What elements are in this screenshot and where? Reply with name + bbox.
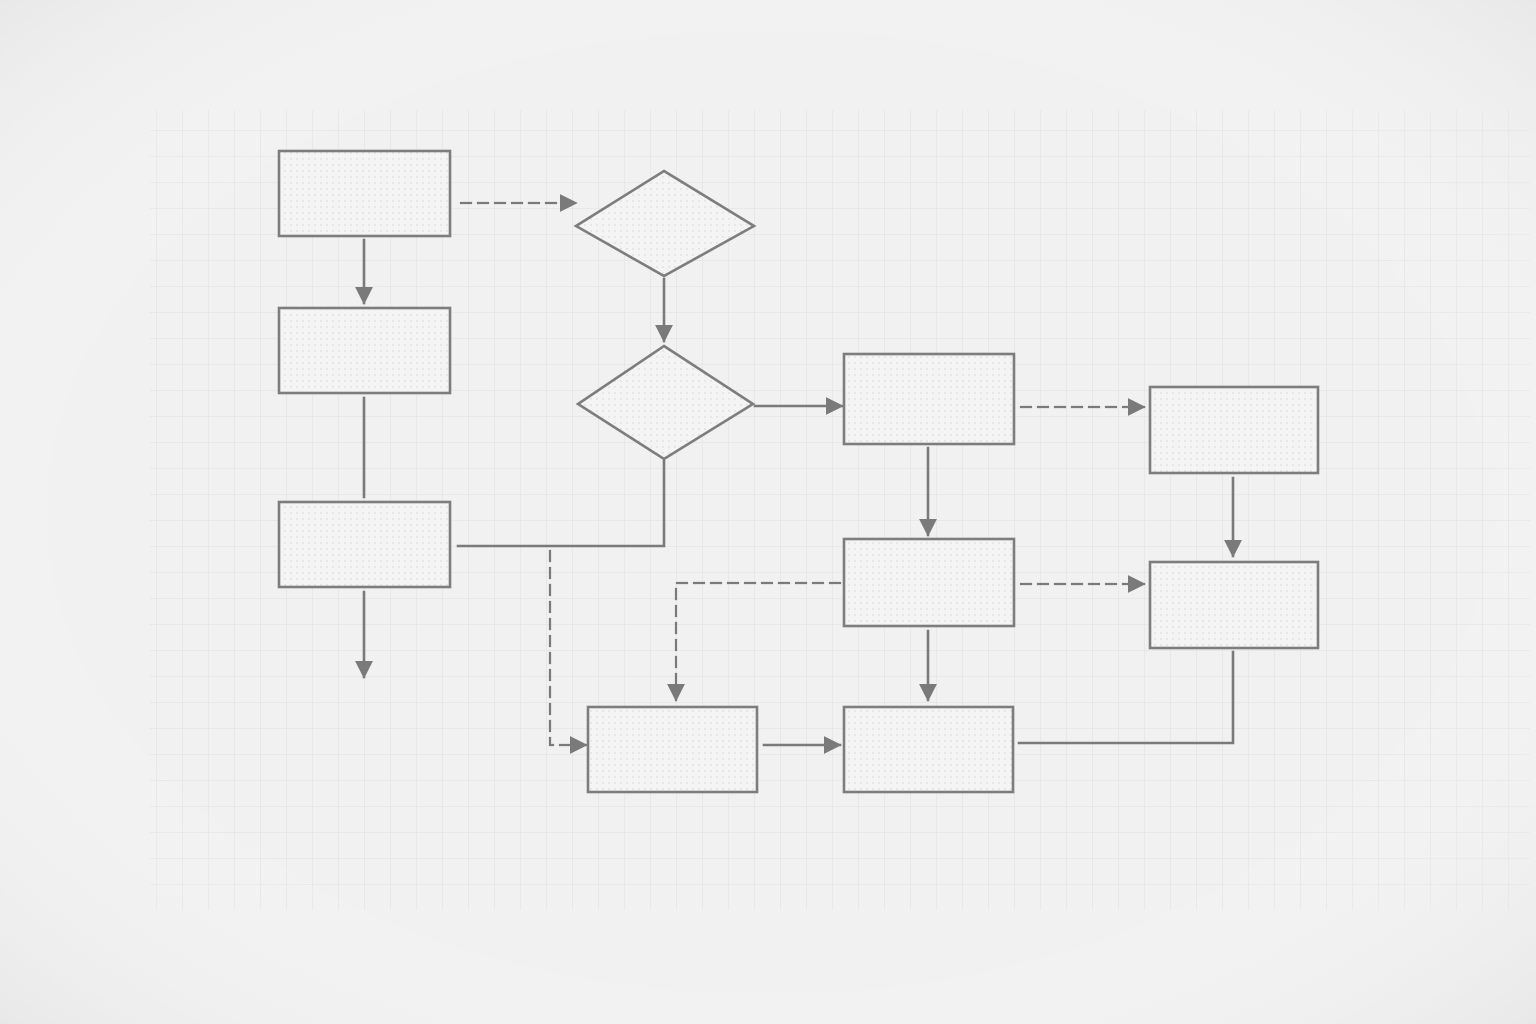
- decision-diamond-d1: [573, 169, 757, 278]
- process-box-r4: [842, 352, 1016, 446]
- edges-layer: [355, 194, 1242, 754]
- decision-diamond-d2: [575, 344, 756, 461]
- process-box-r6: [842, 537, 1016, 628]
- process-box-r3: [277, 500, 452, 589]
- edge-r9-r8: [1017, 650, 1235, 745]
- process-box-r5: [1148, 385, 1320, 475]
- process-box-r7: [586, 705, 759, 794]
- edge-r7-r6: [667, 581, 842, 702]
- process-box-r1: [277, 149, 452, 238]
- edge-r3-r7: [548, 549, 588, 754]
- process-box-r2: [277, 306, 452, 395]
- process-box-r9: [1148, 560, 1320, 650]
- edge-d2-r3: [456, 459, 666, 548]
- nodes-layer: [277, 149, 1320, 794]
- process-box-r8: [842, 705, 1015, 794]
